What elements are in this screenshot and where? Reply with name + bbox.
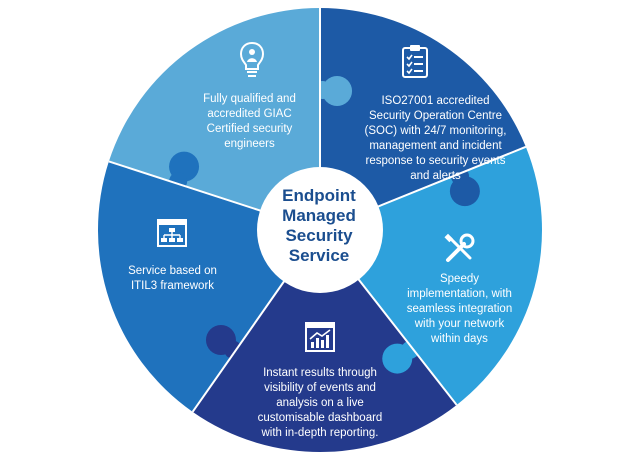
segment-divider xyxy=(354,275,458,406)
segment-itil xyxy=(108,8,321,213)
segment-dashboard xyxy=(98,161,287,412)
center-title: Endpoint Managed Security Service xyxy=(282,186,356,265)
segment-itil-text: Service based on ITIL3 framework xyxy=(128,265,217,292)
wrench-screwdriver-icon xyxy=(444,233,475,262)
segment-implementation xyxy=(192,275,457,452)
segment-engineers xyxy=(320,8,526,209)
segment-implementation-text: Speedy implementation, with seamless int… xyxy=(406,273,513,345)
segment-engineers-text: Fully qualified and accredited GIAC Cert… xyxy=(203,93,296,150)
clipboard-checklist-icon xyxy=(402,45,428,78)
segment-divider xyxy=(108,160,266,214)
puzzle-knob xyxy=(382,340,420,374)
lightbulb-person-icon xyxy=(239,41,265,77)
segment-dashboard-text: Instant results through visibility of ev… xyxy=(257,367,383,439)
puzzle-knob xyxy=(313,76,353,107)
puzzle-knob xyxy=(205,324,243,359)
segment-divider xyxy=(191,276,288,413)
analytics-dashboard-icon xyxy=(305,322,335,352)
segment-divider xyxy=(373,145,527,210)
segment-soc-text: ISO27001 accredited Security Operation C… xyxy=(364,95,507,182)
hierarchy-window-icon xyxy=(157,219,187,247)
center-circle xyxy=(257,167,383,293)
segment-soc xyxy=(355,146,542,405)
